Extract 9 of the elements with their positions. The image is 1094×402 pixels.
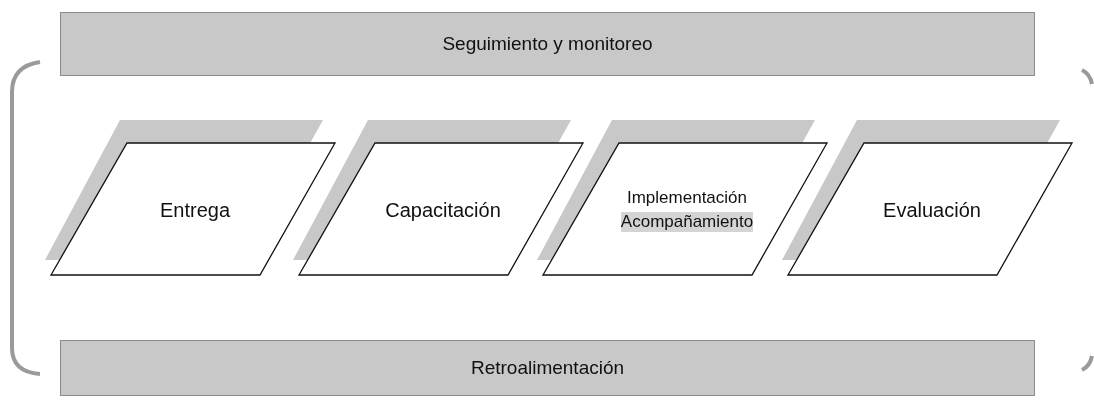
node-label: Implementación (627, 188, 747, 208)
node-label: Capacitación (385, 198, 501, 222)
node-label: Evaluación (883, 198, 981, 222)
node-label: Acompañamiento (620, 212, 754, 232)
banner-bar (60, 340, 1035, 396)
band-label: Retroalimentación (470, 357, 625, 379)
node-label: Entrega (159, 198, 231, 222)
band-label: Seguimiento y monitoreo (442, 33, 653, 55)
banner-bar (60, 12, 1035, 76)
